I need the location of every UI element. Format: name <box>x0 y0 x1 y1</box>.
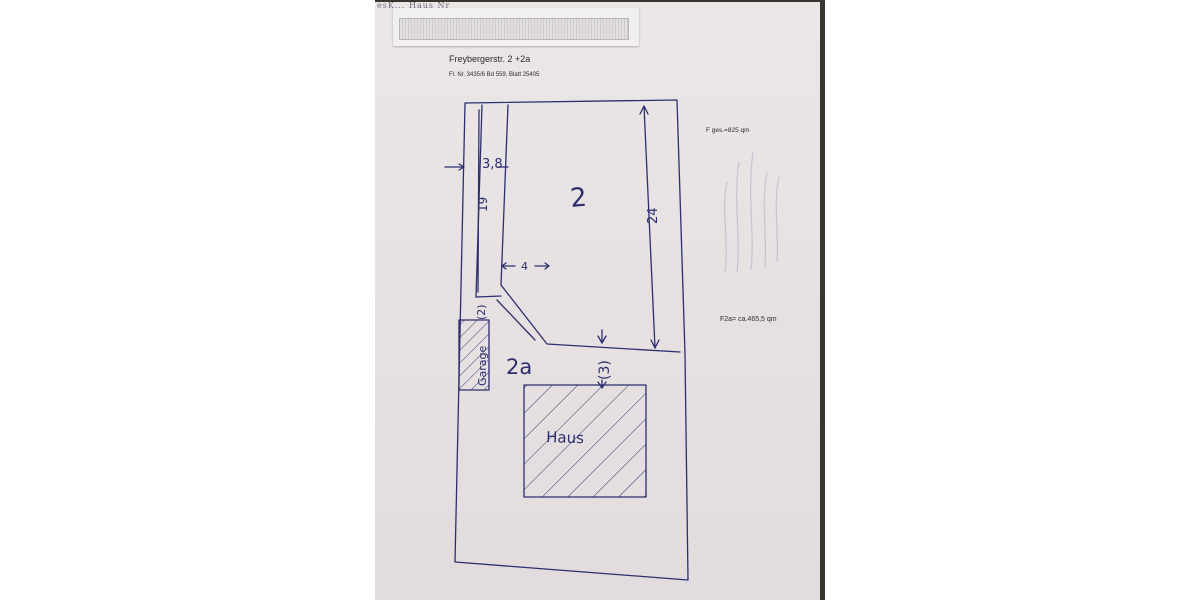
paper-sheet: esK... Haus Nr Freybergerstr. 2 +2a Fl. … <box>375 2 820 600</box>
tape-strip <box>393 8 639 46</box>
dim-24: 24 <box>646 207 661 224</box>
label-haus: Haus <box>546 428 585 447</box>
strip-bottom-line <box>475 295 502 298</box>
edge-scrawl: esK... Haus Nr <box>377 1 451 10</box>
site-plan: 2 2a Haus Garage (2) (3) 3,8 4 19 24 <box>444 99 689 581</box>
marker-3: (3) <box>597 360 613 380</box>
parcel-2-outline <box>500 104 681 353</box>
dim-24-arrow-top <box>639 105 649 115</box>
label-parcel-2: 2 <box>569 183 588 214</box>
photo-frame: esK... Haus Nr Freybergerstr. 2 +2a Fl. … <box>375 0 825 600</box>
parcel-2-arrow <box>597 335 607 344</box>
dim-19-line <box>477 109 480 293</box>
dim-24-line <box>643 105 656 349</box>
area-2a: F2a= ca.465,5 qm <box>720 316 777 323</box>
dim-24-arrow-bottom <box>650 339 660 349</box>
label-garage: Garage <box>476 345 489 386</box>
marker-2: (2) <box>475 304 488 320</box>
area-total: F ges.=825 qm <box>706 127 750 134</box>
bleed-through-scribble <box>724 151 780 273</box>
document-subtitle: Fl. Nr. 3435/6 Bd 559, Blatt 25405 <box>449 72 540 78</box>
plot-boundary <box>454 99 689 581</box>
dim-3-8: 3,8 <box>482 157 503 172</box>
dim-19: 19 <box>476 197 490 212</box>
diagonal-line <box>496 299 536 341</box>
house-shape <box>523 384 647 498</box>
label-parcel-2a: 2a <box>506 355 532 379</box>
tape-ruler <box>399 18 629 40</box>
garage-shape <box>458 319 490 391</box>
document-title: Freybergerstr. 2 +2a <box>449 54 531 64</box>
dim-4: 4 <box>521 260 528 273</box>
